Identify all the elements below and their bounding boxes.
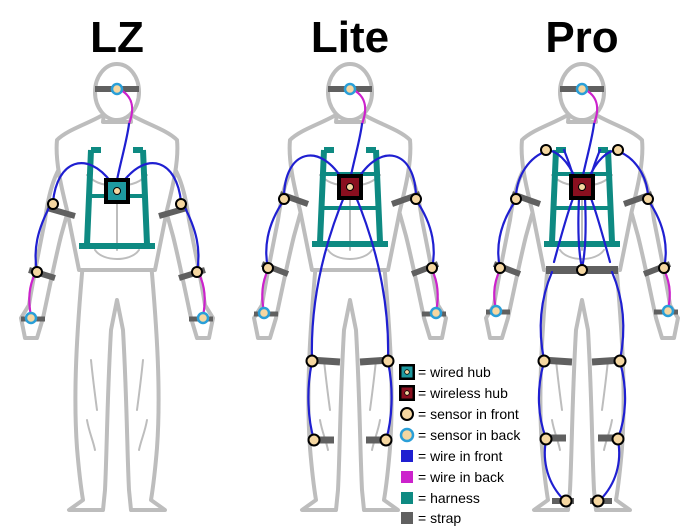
sensor-hand-left-pro (489, 304, 503, 318)
sensors-pro (489, 82, 675, 508)
sensor-upper-arm-left-lite (278, 193, 290, 205)
legend-swatch-sensor-back (399, 427, 415, 443)
title-lz: LZ (90, 13, 144, 62)
legend-swatch-wireless-hub (399, 385, 415, 401)
sensor-upper-arm-right-pro (642, 193, 654, 205)
title-pro: Pro (545, 13, 618, 62)
sensor-hand-left-lz (24, 311, 38, 325)
legend-label-sensor-front: = sensor in front (418, 406, 519, 422)
sensor-forearm-left-lz (31, 266, 43, 278)
sensor-head-lz (110, 82, 124, 96)
sensor-upper-arm-left-pro (510, 193, 522, 205)
sensor-head-lite (343, 82, 357, 96)
sensor-shin-right-lite (379, 433, 393, 447)
sensor-shin-left-lite (307, 433, 321, 447)
sensor-pelvis-pro (576, 264, 588, 276)
legend-label-wire-back: = wire in back (418, 469, 505, 485)
legend-swatch-wire-front (401, 450, 413, 462)
figure-lz (19, 62, 215, 512)
sensor-forearm-right-lite (426, 262, 438, 274)
legend-item-sensor-front: = sensor in front (400, 406, 519, 422)
sensor-hand-right-pro (661, 304, 675, 318)
wired-hub-lz (104, 178, 130, 204)
sensor-thigh-right-lite (381, 354, 395, 368)
legend-item-wired-hub: = wired hub (399, 364, 491, 380)
sensor-head-pro (575, 82, 589, 96)
sensor-forearm-right-pro (658, 262, 670, 274)
figure-lite (252, 62, 448, 512)
legend-swatch-sensor-front (400, 407, 414, 421)
legend-label-wireless-hub: = wireless hub (418, 385, 508, 401)
sensor-forearm-left-lite (262, 262, 274, 274)
sensor-shoulder-left-pro (540, 144, 552, 156)
sensor-upper-arm-left-lz (47, 198, 59, 210)
title-lite: Lite (311, 13, 389, 62)
sensor-thigh-left-lite (305, 354, 319, 368)
legend-item-wire-front: = wire in front (401, 448, 503, 464)
sensor-foot-right-pro (591, 494, 605, 508)
sensors-lz (24, 82, 210, 325)
legend-item-wire-back: = wire in back (401, 469, 505, 485)
legend-label-harness: = harness (418, 490, 480, 506)
sensor-hand-right-lz (196, 311, 210, 325)
body-outline-lite (252, 62, 448, 512)
legend-item-strap: = strap (401, 510, 461, 526)
sensor-foot-left-pro (559, 494, 573, 508)
legend-swatch-strap (401, 512, 413, 524)
legend-label-wired-hub: = wired hub (418, 364, 491, 380)
legend-item-sensor-back: = sensor in back (399, 427, 521, 443)
legend: = wired hub = wireless hub = sensor in f… (399, 364, 521, 526)
sensor-hand-right-lite (429, 306, 443, 320)
legend-swatch-harness (401, 492, 413, 504)
sensor-thigh-right-pro (613, 354, 627, 368)
legend-item-wireless-hub: = wireless hub (399, 385, 508, 401)
body-outline-pro (484, 62, 680, 512)
legend-label-sensor-back: = sensor in back (418, 427, 521, 443)
wireless-hub-pro (569, 174, 595, 200)
body-outline-lz (19, 62, 215, 512)
legend-label-wire-front: = wire in front (418, 448, 503, 464)
legend-item-harness: = harness (401, 490, 480, 506)
legend-label-strap: = strap (418, 510, 461, 526)
sensor-shin-left-pro (539, 432, 553, 446)
legend-swatch-wired-hub (399, 364, 415, 380)
sensor-thigh-left-pro (537, 354, 551, 368)
figure-pro (484, 62, 680, 512)
sensor-shin-right-pro (611, 432, 625, 446)
sensor-upper-arm-right-lite (410, 193, 422, 205)
sensor-hand-left-lite (257, 306, 271, 320)
legend-swatch-wire-back (401, 471, 413, 483)
sensors-lite (257, 82, 443, 447)
sensor-forearm-right-lz (191, 266, 203, 278)
sensor-shoulder-right-pro (612, 144, 624, 156)
wireless-hub-lite (337, 174, 363, 200)
sensor-forearm-left-pro (494, 262, 506, 274)
sensor-upper-arm-right-lz (175, 198, 187, 210)
